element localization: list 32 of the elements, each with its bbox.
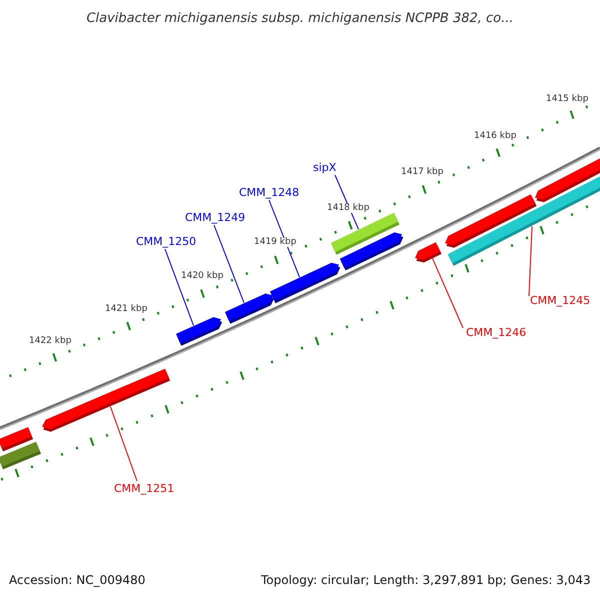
leader-line [110, 406, 138, 482]
accession-text: Accession: NC_009480 [9, 574, 146, 586]
gene-block [176, 317, 222, 346]
scale-label: 1418 kbp [327, 204, 370, 213]
scale-label: 1417 kbp [401, 168, 444, 178]
gene-block [0, 427, 33, 452]
scale-label: 1416 kbp [474, 132, 516, 141]
gene-block [42, 368, 170, 432]
gene-label: CMM_1245 [530, 295, 590, 306]
gene-label: CMM_1250 [136, 236, 196, 247]
gene-label: CMM_1249 [185, 212, 246, 223]
gene-label: CMM_1251 [114, 483, 174, 494]
leader-line [432, 258, 464, 328]
scale-label: 1421 kbp [105, 305, 148, 314]
gene-block [415, 242, 442, 262]
summary-text: Topology: circular; Length: 3,297,891 bp; Genes: 3,043 [261, 574, 591, 586]
gene-label: CMM_1248 [239, 187, 300, 198]
scale-label: 1422 kbp [29, 337, 72, 346]
title: Clavibacter michiganensis subsp. michiganensis NCPPB 382, co... [85, 12, 515, 25]
gene-block [270, 262, 340, 304]
leader-line [214, 224, 244, 304]
scale-label: 1419 kbp [254, 238, 296, 248]
leader-line [528, 226, 532, 296]
scale-label: 1420 kbp [181, 272, 224, 281]
leader-line [164, 248, 194, 326]
gene-label: CMM_1246 [466, 327, 526, 338]
gene-label: sipX [313, 162, 336, 173]
gene-block [535, 158, 600, 202]
gene-block [340, 232, 404, 270]
gene-block [224, 294, 274, 324]
scale-label: 1415 kbp [546, 94, 588, 104]
leader-line [268, 200, 300, 278]
